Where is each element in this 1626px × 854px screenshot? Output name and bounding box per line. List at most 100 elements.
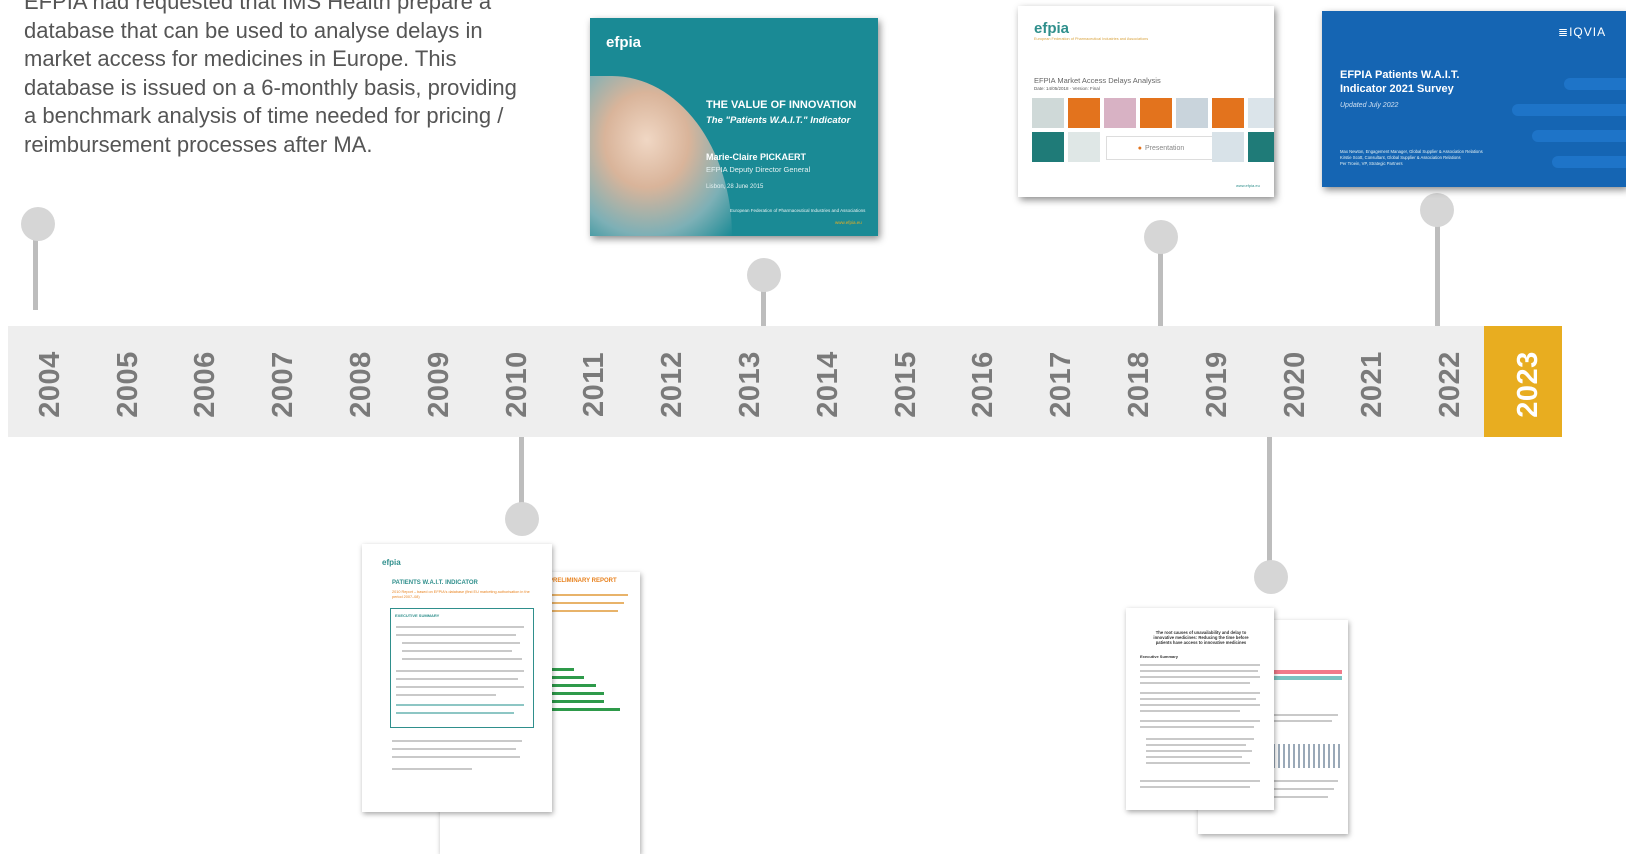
orange-tile <box>1068 98 1100 128</box>
text-line <box>392 756 520 758</box>
section-heading: EXECUTIVE SUMMARY <box>395 613 440 618</box>
timeline-year-2005: 2005 <box>108 348 148 420</box>
text-line <box>1268 720 1332 722</box>
timeline-year-2011: 2011 <box>575 348 615 420</box>
doc-author-1: Max Newton, Engagement Manager, Global S… <box>1340 149 1483 154</box>
timeline-year-label: 2005 <box>111 350 144 418</box>
timeline-year-label: 2004 <box>33 350 66 418</box>
executive-summary-box: EXECUTIVE SUMMARY <box>390 608 534 728</box>
doc-role: EFPIA Deputy Director General <box>706 165 811 174</box>
text-line <box>1140 676 1260 678</box>
text-line <box>396 686 524 688</box>
text-line <box>1140 704 1260 706</box>
doc-meta: Date: 14/05/2018 · Version: Final <box>1034 86 1100 91</box>
text-line <box>1268 796 1328 798</box>
timeline-year-label: 2009 <box>422 350 455 418</box>
timeline-year-2008: 2008 <box>341 348 381 420</box>
text-line <box>1140 786 1250 788</box>
doc-title-line2: Indicator 2021 Survey <box>1340 83 1454 95</box>
decorative-stripe <box>1564 78 1626 90</box>
timeline-year-2012: 2012 <box>652 348 692 420</box>
document-thumbnail-2022[interactable]: ≣IQVIA EFPIA Patients W.A.I.T. Indicator… <box>1322 11 1626 187</box>
text-line <box>392 740 522 742</box>
teal-tile <box>1248 132 1274 162</box>
photo-tile <box>1248 98 1274 128</box>
text-line <box>1140 726 1254 728</box>
report-front-page: The root causes of unavailability and de… <box>1126 608 1274 810</box>
document-thumbnail-2013[interactable]: efpia THE VALUE OF INNOVATION The "Patie… <box>590 18 878 236</box>
document-thumbnail-2018[interactable]: efpia European Federation of Pharmaceuti… <box>1018 6 1274 197</box>
text-line <box>1268 788 1334 790</box>
doc-url: www.efpia.eu <box>1236 183 1260 188</box>
intro-paragraph: EFPIA had requested that IMS Health prep… <box>24 0 517 157</box>
timeline-year-2022: 2022 <box>1430 348 1470 420</box>
doc-author: Marie-Claire PICKAERT <box>706 152 807 162</box>
text-line <box>402 642 520 644</box>
document-thumbnail-2020[interactable]: The root causes of unavailability and de… <box>1126 608 1356 840</box>
text-line <box>396 678 518 680</box>
doc-title-line1: EFPIA Patients W.A.I.T. <box>1340 69 1460 81</box>
timeline-band <box>8 326 1500 437</box>
text-line <box>1146 744 1246 746</box>
chart-bar <box>544 684 596 687</box>
text-line <box>1140 682 1250 684</box>
text-line <box>396 712 514 714</box>
timeline-year-label: 2006 <box>189 350 222 418</box>
text-line <box>1140 670 1258 672</box>
timeline-year-label: 2011 <box>578 351 611 417</box>
presentation-badge: ● Presentation <box>1106 136 1216 160</box>
timeline-year-label: 2012 <box>655 350 688 418</box>
timeline-year-label: 2019 <box>1200 350 1233 418</box>
timeline-year-label: 2007 <box>266 350 299 418</box>
marker-dot-2004 <box>21 207 55 241</box>
doc-author-3: Per Troein, VP, Strategic Partners <box>1340 161 1403 166</box>
decorative-stripe <box>1532 130 1626 142</box>
marker-stem-2013 <box>761 290 766 326</box>
text-line <box>548 594 628 596</box>
timeline-year-2009: 2009 <box>419 348 459 420</box>
marker-stem-2004 <box>33 232 38 310</box>
text-line <box>1140 698 1256 700</box>
text-line <box>396 626 524 628</box>
timeline-year-label: 2017 <box>1044 350 1077 418</box>
timeline-year-2020: 2020 <box>1275 348 1315 420</box>
doc-org: European Federation of Pharmaceutical In… <box>1034 37 1149 41</box>
timeline-year-label: 2021 <box>1356 350 1389 418</box>
timeline-year-label: 2018 <box>1122 350 1155 418</box>
text-line <box>1140 780 1260 782</box>
text-line <box>1146 738 1254 740</box>
marker-stem-2020 <box>1267 437 1272 565</box>
report-title: The root causes of unavailability and de… <box>1153 630 1249 645</box>
document-thumbnail-2010[interactable]: – PRELIMINARY REPORT efpia PATIENTS W.A.… <box>362 544 642 854</box>
photo-tile <box>1032 98 1064 128</box>
marker-stem-2010 <box>519 437 524 507</box>
efpia-logo: efpia <box>382 558 401 567</box>
timeline-year-2017: 2017 <box>1041 348 1081 420</box>
text-line <box>402 650 512 652</box>
timeline-year-label: 2020 <box>1278 350 1311 418</box>
chart-area <box>1268 744 1342 768</box>
timeline-year-2021: 2021 <box>1353 348 1393 420</box>
report-front-page: efpia PATIENTS W.A.I.T. INDICATOR 2010 R… <box>362 544 552 812</box>
chart-bar <box>544 700 604 703</box>
text-line <box>548 610 618 612</box>
timeline-year-label: 2015 <box>889 350 922 418</box>
teal-tile <box>1032 132 1064 162</box>
text-line <box>1268 780 1338 782</box>
text-line <box>392 748 516 750</box>
text-line <box>396 694 496 696</box>
efpia-logo: efpia <box>1034 20 1070 37</box>
doc-title: EFPIA Market Access Delays Analysis <box>1034 76 1161 85</box>
badge-label: Presentation <box>1144 144 1185 152</box>
doc-updated: Updated July 2022 <box>1340 102 1399 109</box>
marker-dot-2018 <box>1144 220 1178 254</box>
doc-author-2: Kirstie Scott, Consultant, Global Suppli… <box>1340 155 1461 160</box>
marker-dot-2022 <box>1420 193 1454 227</box>
back-page-header: – PRELIMINARY REPORT <box>544 578 617 584</box>
orange-tile <box>1212 98 1244 128</box>
timeline-year-2015: 2015 <box>886 348 926 420</box>
marker-stem-2022 <box>1435 222 1440 326</box>
timeline-year-label: 2016 <box>967 350 1000 418</box>
text-line <box>396 634 516 636</box>
iqvia-mark-icon: ≣ <box>1558 25 1570 39</box>
